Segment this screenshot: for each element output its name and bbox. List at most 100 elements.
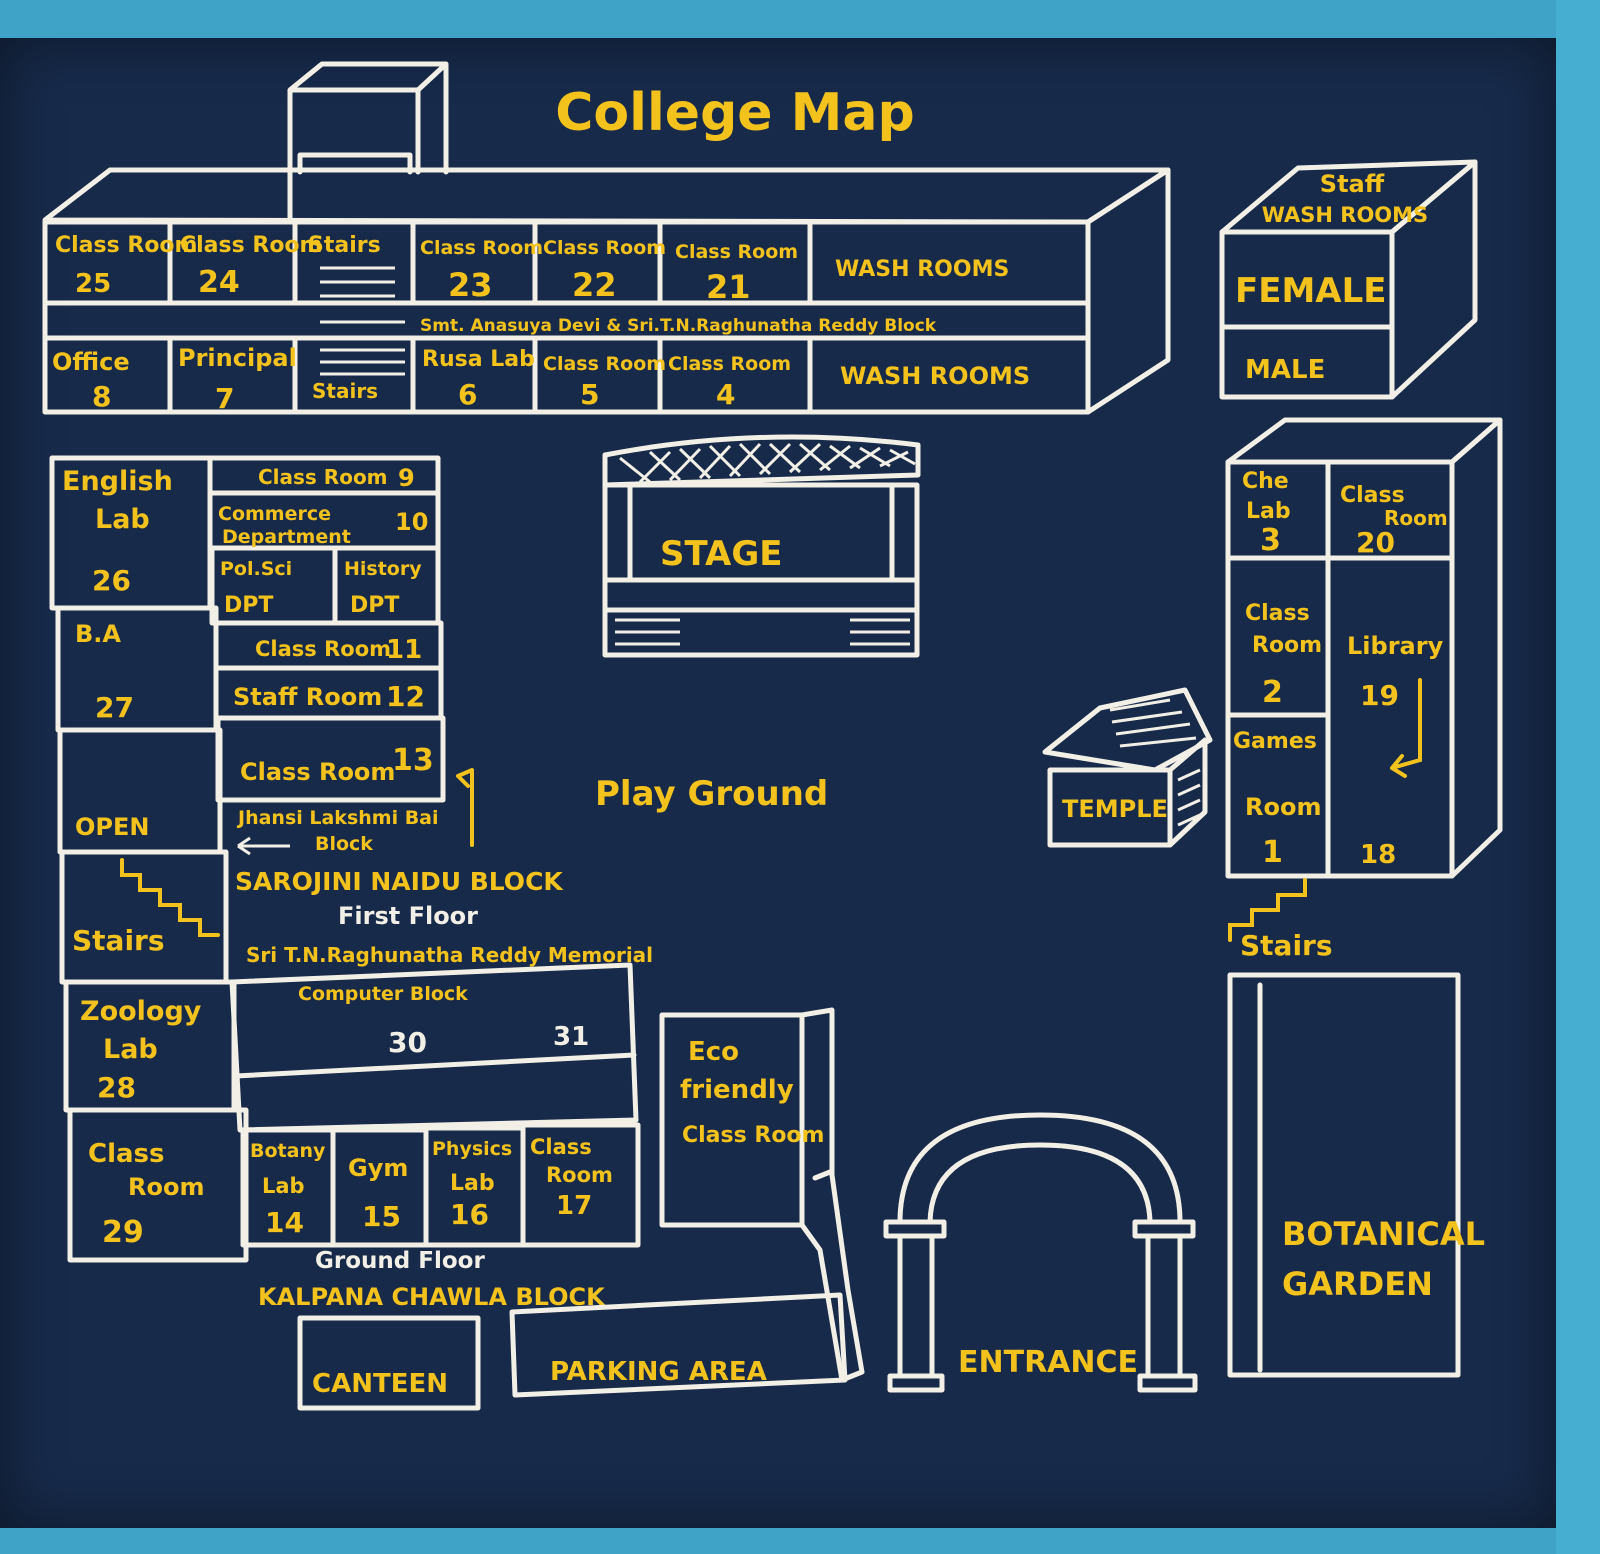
chelab-label-2: Lab — [1246, 499, 1291, 524]
principal-label: Principal — [178, 344, 297, 372]
english-label-1: English — [62, 466, 173, 497]
top-block: Class Room 25 Class Room 24 Stairs Class… — [42, 61, 1171, 415]
botanical-line-2: GARDEN — [1282, 1265, 1433, 1303]
male-label: MALE — [1245, 355, 1325, 385]
wall-strip — [1556, 0, 1600, 1554]
open-label: OPEN — [75, 813, 149, 841]
cr25-label: Class Room — [55, 233, 197, 258]
map-board — [0, 38, 1556, 1528]
staff12-num: 12 — [386, 680, 425, 713]
botany-label-1: Botany — [250, 1140, 326, 1162]
chelab-num: 3 — [1260, 523, 1281, 558]
eco-line-3: Class Room — [682, 1123, 824, 1148]
cr4-label: Class Room — [668, 353, 791, 375]
office-label: Office — [52, 348, 130, 376]
right-block: Che Lab 3 Class Room 20 Class Room 2 Lib… — [1225, 417, 1503, 962]
gym-num: 15 — [362, 1200, 401, 1233]
stage-label: STAGE — [660, 534, 783, 574]
cr9-num: 9 — [398, 464, 415, 492]
chelab-label-1: Che — [1242, 469, 1289, 494]
cr5-num: 5 — [580, 378, 599, 411]
cr2-label-2: Room — [1252, 633, 1322, 658]
eco-classroom: Eco friendly Class Room — [659, 1007, 865, 1383]
rusa-label: Rusa Lab — [422, 347, 535, 372]
history-label-1: History — [344, 558, 422, 580]
cr17-label-1: Class — [530, 1135, 592, 1159]
games-num: 1 — [1262, 835, 1283, 870]
commerce-label-1: Commerce — [218, 503, 331, 525]
cr17-label-2: Room — [546, 1163, 613, 1187]
female-label: FEMALE — [1235, 271, 1387, 311]
playground-label: Play Ground — [595, 774, 828, 814]
cr22-num: 22 — [572, 266, 617, 304]
office-num: 8 — [92, 380, 111, 413]
zoology-label-1: Zoology — [80, 996, 202, 1027]
entrance-label: ENTRANCE — [958, 1345, 1138, 1380]
lower-stairs-label: Stairs — [312, 379, 378, 403]
cr29-label-1: Class — [88, 1139, 165, 1169]
botany-label-2: Lab — [262, 1174, 305, 1198]
staff-title-2: WASH ROOMS — [1262, 203, 1428, 227]
college-map: College Map C — [42, 61, 1503, 1411]
history-label-2: DPT — [350, 593, 399, 618]
room-30: 30 — [388, 1026, 427, 1059]
library-num: 19 — [1360, 679, 1399, 712]
cr21-num: 21 — [706, 268, 751, 306]
rusa-num: 6 — [458, 378, 477, 411]
ba-num: 27 — [95, 691, 134, 724]
physics-label-2: Lab — [450, 1171, 495, 1196]
botanical-line-1: BOTANICAL — [1282, 1215, 1485, 1253]
entrance-arch: ENTRANCE — [883, 1112, 1198, 1393]
games-label-1: Games — [1233, 729, 1317, 754]
cr22-label: Class Room — [543, 237, 666, 259]
commerce-label-2: Department — [222, 526, 351, 548]
eco-line-2: friendly — [680, 1075, 794, 1105]
cr2-label-1: Class — [1245, 601, 1310, 626]
top-block-name: Smt. Anasuya Devi & Sri.T.N.Raghunatha R… — [420, 316, 937, 336]
cr24-label: Class Room — [180, 233, 322, 258]
cr20-label-1: Class — [1340, 483, 1405, 508]
english-num: 26 — [92, 564, 131, 597]
cr29-label-2: Room — [128, 1173, 204, 1201]
zoology-label-2: Lab — [103, 1034, 158, 1065]
map-title: College Map — [555, 83, 914, 143]
gym-label: Gym — [348, 1154, 408, 1182]
ba-label: B.A — [75, 620, 121, 648]
kalpana-label: KALPANA CHAWLA BLOCK — [258, 1283, 606, 1311]
botany-num: 14 — [265, 1206, 304, 1239]
stage: STAGE — [602, 434, 921, 658]
cr23-label: Class Room — [420, 237, 543, 259]
physics-num: 16 — [450, 1198, 489, 1231]
cr20-label-2: Room — [1384, 506, 1448, 530]
games-label-2: Room — [1245, 793, 1321, 821]
principal-num: 7 — [215, 382, 234, 415]
cr13-num: 13 — [392, 743, 434, 778]
first-floor-label: First Floor — [338, 902, 478, 930]
parking-label: PARKING AREA — [550, 1357, 767, 1387]
staff-title-1: Staff — [1320, 170, 1385, 198]
upper-washrooms: WASH ROOMS — [835, 257, 1009, 282]
parking-box — [509, 1292, 848, 1398]
jhansi-label-2: Block — [315, 833, 373, 855]
zoology-num: 28 — [97, 1071, 136, 1104]
polsci-label-1: Pol.Sci — [220, 558, 292, 580]
polsci-label-2: DPT — [224, 593, 273, 618]
cr20-num: 20 — [1356, 526, 1395, 559]
eco-line-1: Eco — [688, 1037, 739, 1067]
cr2-num: 2 — [1262, 675, 1283, 710]
ground-floor-label: Ground Floor — [315, 1248, 485, 1274]
commerce-num: 10 — [395, 508, 428, 536]
staff12-label: Staff Room — [233, 683, 382, 711]
sarojini-label: SAROJINI NAIDU BLOCK — [235, 867, 564, 896]
temple: TEMPLE — [1042, 687, 1213, 848]
cr24-num: 24 — [198, 265, 240, 300]
computer-block-label: Computer Block — [298, 983, 468, 1005]
upper-stairs-label: Stairs — [308, 233, 381, 258]
botanical-garden: BOTANICAL GARDEN — [1227, 972, 1485, 1378]
memorial-label: Sri T.N.Raghunatha Reddy Memorial — [246, 943, 653, 967]
left-stairs-label: Stairs — [72, 924, 165, 957]
staff-washrooms: Staff WASH ROOMS FEMALE MALE — [1219, 159, 1478, 400]
cr17-num: 17 — [556, 1191, 592, 1221]
room-31: 31 — [553, 1022, 589, 1052]
cr23-num: 23 — [448, 266, 493, 304]
